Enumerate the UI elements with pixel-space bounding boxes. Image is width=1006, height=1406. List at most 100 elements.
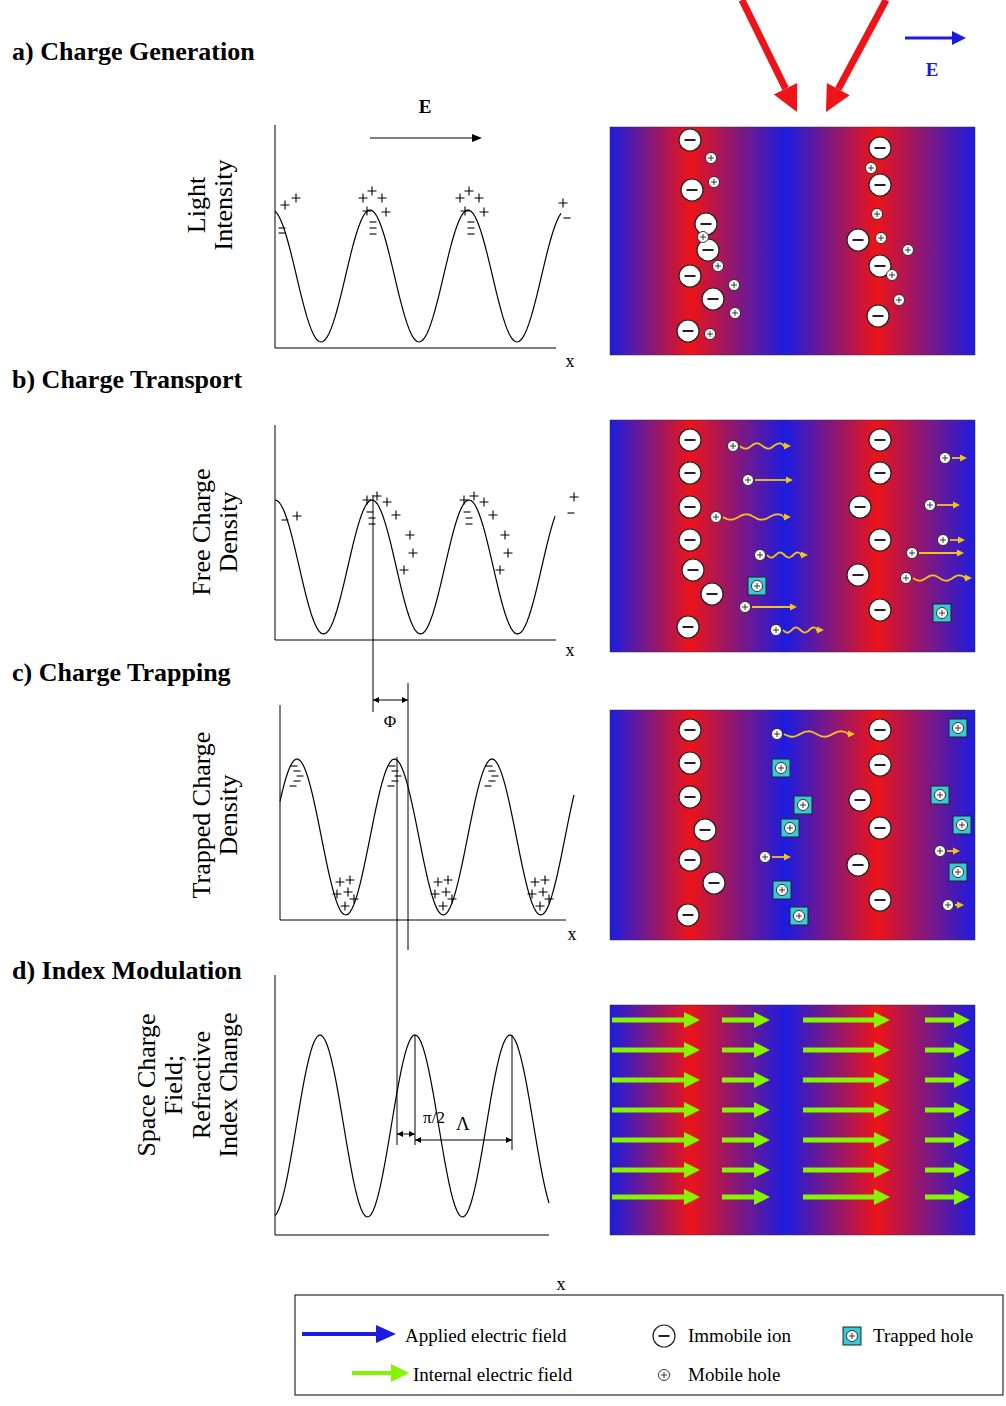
wavy-arrow [784, 731, 848, 736]
drift-arrow-head [817, 627, 824, 634]
mobile-hole [798, 800, 809, 811]
immobile-ion [847, 229, 869, 251]
drift-arrow-head [965, 575, 972, 582]
minus-sign [369, 523, 376, 524]
grating-panel [610, 710, 975, 940]
field-arrow-head [472, 134, 482, 142]
ion-minus [855, 506, 866, 508]
sine-curve [275, 1035, 549, 1217]
hole-circle [728, 441, 739, 452]
plus-sign [442, 888, 451, 897]
internal-field-arrow [925, 1108, 954, 1113]
minus-sign [370, 221, 377, 222]
hole-plus [773, 627, 779, 633]
internal-field-arrow-head [684, 1042, 700, 1058]
immobile-ion [869, 462, 891, 484]
minus-sign [297, 775, 304, 776]
legend-internal-arrow-head [391, 1364, 409, 1382]
ion-circle [869, 754, 891, 776]
ion-minus [687, 189, 698, 191]
internal-field-arrow [925, 1138, 954, 1143]
trap-square [781, 819, 799, 837]
internal-field-arrow [803, 1048, 874, 1053]
hole-circle [760, 852, 771, 863]
grating-panel [610, 420, 975, 652]
immobile-ion [679, 786, 701, 808]
immobile-ion [701, 583, 723, 605]
drift-arrow-head [801, 552, 808, 559]
minus-sign [468, 221, 475, 222]
immobile-ion [679, 496, 701, 518]
ion-minus [685, 762, 696, 764]
hole-plus [778, 765, 784, 771]
plus-sign [489, 511, 498, 520]
ion-circle [679, 529, 701, 551]
trapped-hole [748, 577, 766, 595]
minus-sign [468, 233, 475, 234]
mobile-hole [894, 295, 905, 306]
ion-circle [682, 559, 704, 581]
internal-field-arrow-head [874, 1012, 890, 1028]
immobile-ion [677, 904, 699, 926]
ion-minus [875, 472, 886, 474]
plus-sign [501, 531, 510, 540]
mobile-hole [659, 1370, 670, 1381]
mobile-hole [706, 153, 717, 164]
mobile-hole [937, 608, 948, 619]
internal-field-arrow-head [754, 1102, 770, 1118]
hole-plus [903, 575, 909, 581]
internal-field-arrow-head [954, 1102, 970, 1118]
guide-line [415, 1035, 416, 1145]
ion-minus [875, 729, 886, 731]
internal-field-arrow-head [754, 1042, 770, 1058]
plus-sign [341, 902, 350, 911]
plus-sign [363, 207, 372, 216]
ion-circle [847, 564, 869, 586]
mobile-hole [938, 535, 949, 546]
field-arrow [370, 137, 472, 138]
plus-sign [293, 512, 302, 521]
axis-label: x [566, 352, 575, 371]
ion-minus [875, 147, 886, 149]
hole-circle [866, 163, 877, 174]
mobile-hole [752, 581, 763, 592]
plus-sign [392, 511, 401, 520]
ion-minus [685, 439, 696, 441]
ion-circle [869, 889, 891, 911]
period-arrow [415, 1140, 512, 1141]
minus-sign [291, 765, 298, 766]
hole-circle [953, 867, 964, 878]
internal-field-arrow-head [874, 1162, 890, 1178]
hole-plus [700, 234, 706, 240]
internal-field-arrow [722, 1108, 754, 1113]
plus-sign [292, 194, 301, 203]
ion-minus [683, 914, 694, 916]
ion-minus [659, 1335, 670, 1337]
hole-circle [705, 329, 716, 340]
ion-minus [685, 275, 696, 277]
hole-circle [901, 573, 912, 584]
minus-sign [486, 765, 493, 766]
immobile-ion [679, 849, 701, 871]
hole-plus [774, 731, 780, 737]
ion-minus [685, 729, 696, 731]
axis-title: Light Intensity [183, 144, 238, 266]
hole-plus [730, 443, 736, 449]
minus-sign [294, 770, 301, 771]
hole-circle [776, 763, 787, 774]
internal-field-arrow [803, 1195, 874, 1200]
internal-field-arrow [722, 1195, 754, 1200]
ion-minus [688, 569, 699, 571]
internal-field-arrow [925, 1078, 954, 1083]
trap-square [794, 796, 812, 814]
immobile-ion [679, 429, 701, 451]
plus-sign [496, 566, 505, 575]
axis-label: x [566, 641, 575, 660]
ion-minus [853, 239, 864, 241]
plus-sign [344, 888, 353, 897]
immobile-ion [677, 320, 699, 342]
hole-plus [779, 887, 785, 893]
mobile-hole [705, 329, 716, 340]
guide-line [373, 495, 374, 712]
